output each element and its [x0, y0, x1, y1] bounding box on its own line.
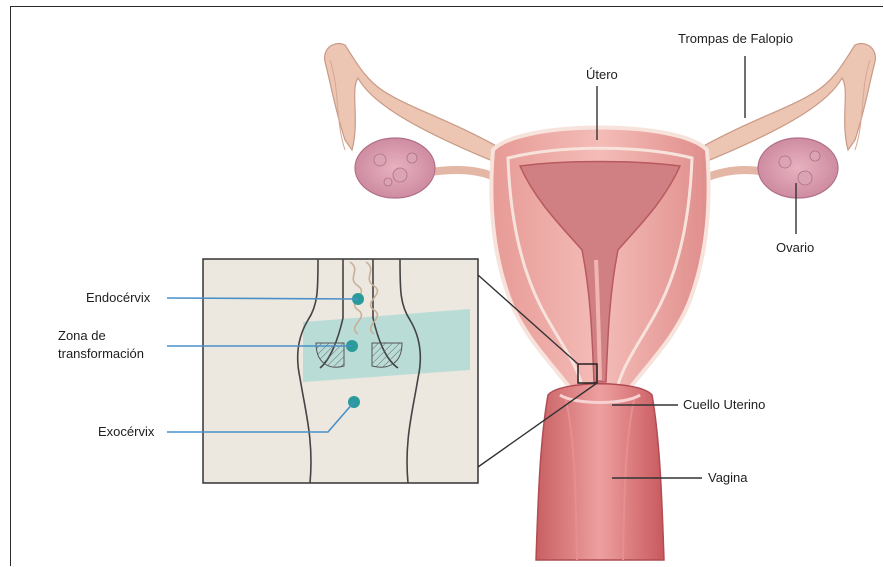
uterus — [491, 128, 708, 396]
label-endocervix: Endocérvix — [86, 290, 150, 306]
left-ovary — [355, 138, 435, 198]
label-trompas-de-falopio: Trompas de Falopio — [678, 31, 793, 47]
right-ovarian-ligament — [705, 170, 765, 178]
label-ovario: Ovario — [776, 240, 814, 256]
endocervix-leader — [167, 298, 358, 299]
left-ovarian-ligament — [430, 170, 497, 178]
label-vagina: Vagina — [708, 470, 748, 486]
label-cuello-uterino: Cuello Uterino — [683, 397, 765, 413]
label-zona-line-1: Zona de — [58, 327, 144, 345]
label-exocervix: Exocérvix — [98, 424, 154, 440]
label-zona-de-transformacion: Zona de transformación — [58, 327, 144, 363]
vagina — [536, 384, 664, 560]
label-utero: Útero — [586, 67, 618, 83]
label-zona-line-2: transformación — [58, 345, 144, 363]
right-ovary — [758, 138, 838, 198]
cervix-inset — [203, 259, 478, 483]
